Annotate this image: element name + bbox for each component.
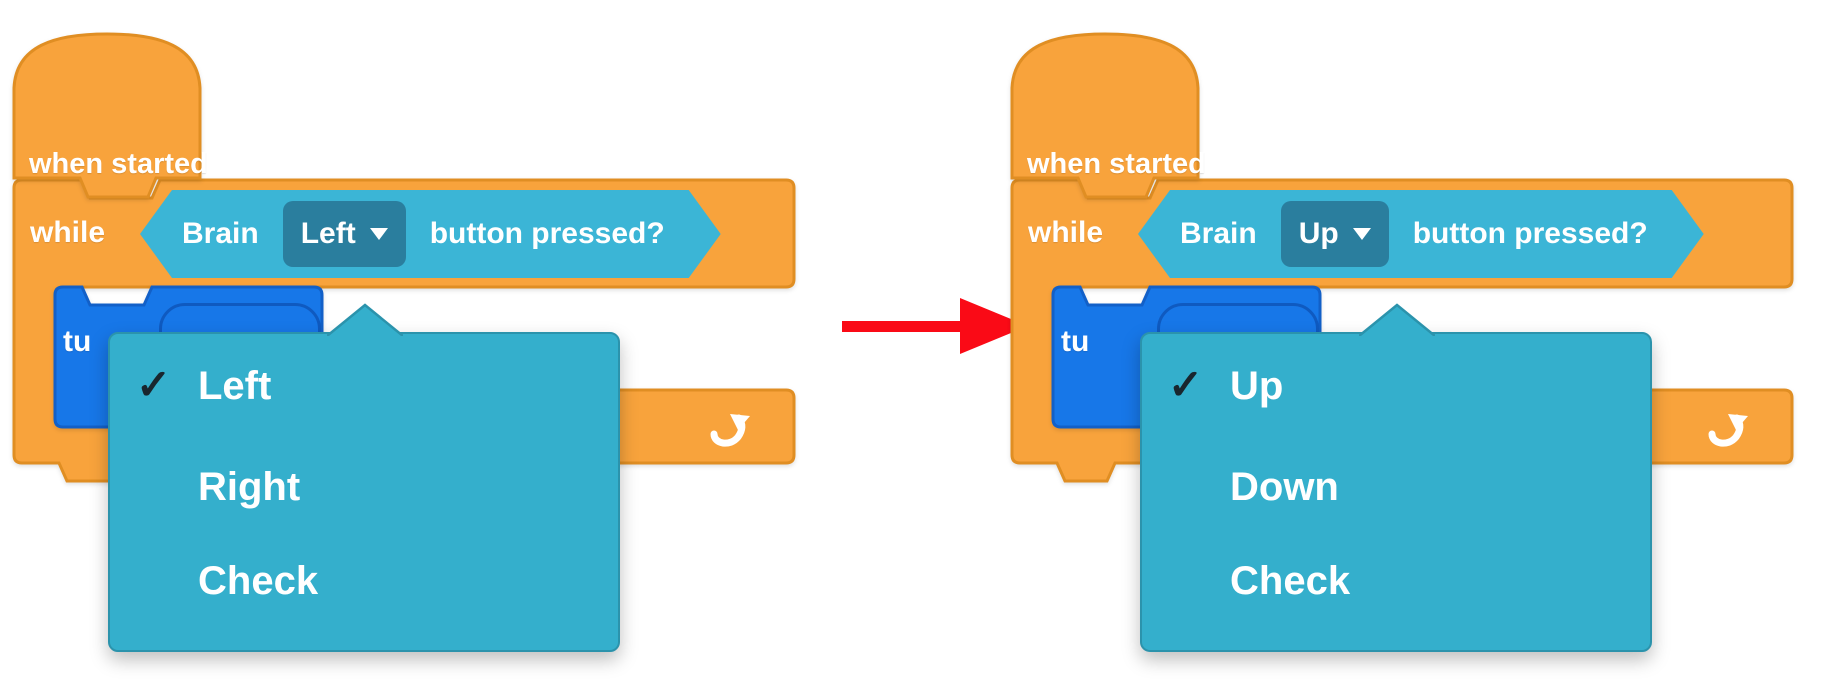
dropdown-selected-label: Up	[1298, 217, 1339, 250]
menu-item-label: Check	[198, 559, 319, 603]
menu-item-label: Right	[198, 465, 301, 509]
turn-block-label: tu	[1061, 325, 1090, 358]
while-block-label: while	[30, 216, 106, 249]
hat-block-label: when started	[1027, 148, 1206, 180]
menu-item[interactable]: ✓ Left	[110, 361, 618, 408]
condition-suffix-label: button pressed?	[429, 217, 665, 250]
condition-hexagon[interactable]: Brain Up button pressed?	[1138, 190, 1704, 278]
hat-block-label: when started	[29, 148, 208, 180]
transition-red-arrow-icon	[842, 298, 1028, 354]
checkmark-icon: ✓	[1168, 361, 1204, 408]
menu-item[interactable]: ✓ Up	[1142, 361, 1650, 408]
condition-prefix-label: Brain	[1180, 217, 1257, 250]
dropdown-menu: ✓ Left Right Check	[108, 303, 620, 652]
menu-item-label: Left	[198, 364, 272, 408]
condition-prefix-label: Brain	[182, 217, 259, 250]
menu-item-label: Down	[1230, 465, 1339, 509]
button-dropdown-field[interactable]: Up	[1281, 201, 1389, 267]
menu-item[interactable]: Check	[110, 559, 618, 603]
menu-pointer	[1359, 303, 1435, 336]
loop-arrow-icon	[1708, 414, 1748, 447]
program-before: when started while tu Brain Left button …	[12, 0, 814, 698]
dropdown-caret-icon	[1353, 228, 1371, 240]
while-block-label: while	[1028, 216, 1104, 249]
button-dropdown-field[interactable]: Left	[283, 201, 406, 267]
menu-item[interactable]: Down	[1142, 465, 1650, 509]
dropdown-selected-label: Left	[300, 217, 356, 250]
loop-arrow-icon	[710, 414, 750, 447]
dropdown-menu: ✓ Up Down Check	[1140, 303, 1652, 652]
condition-hexagon[interactable]: Brain Left button pressed?	[140, 190, 721, 278]
menu-pointer	[327, 303, 403, 336]
when-started-block[interactable]	[1010, 28, 1200, 204]
menu-item-label: Check	[1230, 559, 1351, 603]
condition-suffix-label: button pressed?	[1412, 217, 1648, 250]
program-after: when started while tu Brain Up button pr…	[1010, 0, 1812, 698]
checkmark-icon: ✓	[136, 361, 172, 408]
menu-item[interactable]: Right	[110, 465, 618, 509]
menu-item[interactable]: Check	[1142, 559, 1650, 603]
turn-block-label: tu	[63, 325, 92, 358]
dropdown-caret-icon	[370, 228, 388, 240]
when-started-block[interactable]	[12, 28, 202, 204]
menu-item-label: Up	[1230, 364, 1284, 408]
